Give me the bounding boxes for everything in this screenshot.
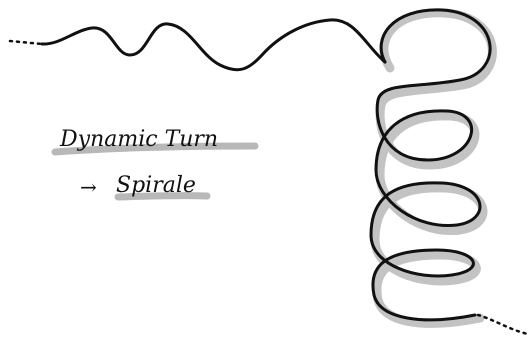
lead-out-dots: [478, 315, 528, 334]
wavy-line: [42, 20, 385, 70]
subtitle-label: Spirale: [116, 173, 196, 198]
lead-in-dots: [10, 41, 42, 44]
arrow-glyph: →: [80, 175, 97, 199]
title-label: Dynamic Turn: [59, 127, 218, 152]
